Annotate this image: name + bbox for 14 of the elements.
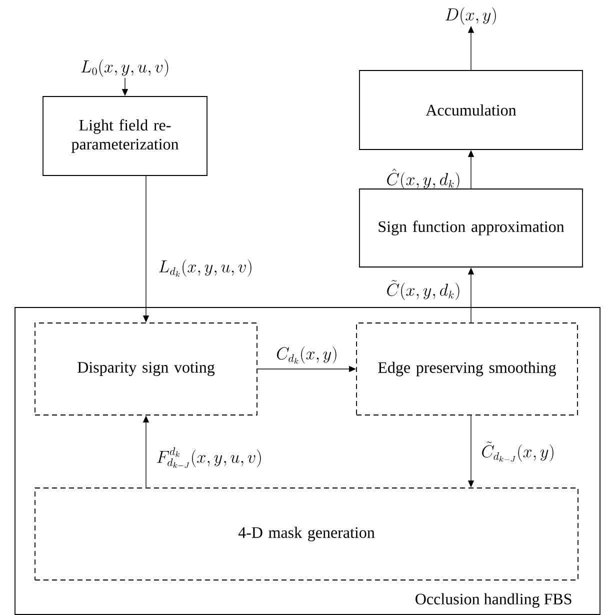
edge-label: $F_{d_{k-J}}^{d_k}(x,y,u,v)$: [157, 447, 261, 468]
formula-label: $L_{0}(x,y,u,v)$: [81, 59, 168, 77]
process-box: Sign function approximation: [359, 188, 583, 268]
dashed-process-box: Edge preserving smoothing: [356, 322, 578, 416]
dashed-process-box: 4-D mask generation: [34, 488, 578, 580]
edge-label: $C_{d_k}(x,y)$: [277, 346, 336, 364]
process-box: Light field re-parameterization: [42, 96, 208, 176]
edge-label: $\tilde{C}_{d_{k-J}}(x,y)$: [482, 442, 554, 462]
edge-label: $\tilde{C}(x,y,d_k)$: [387, 280, 460, 300]
process-box: Accumulation: [359, 70, 583, 150]
edge-label: $L_{d_k}(x,y,u,v)$: [159, 259, 252, 277]
edge-label: $\hat{C}(x,y,d_k)$: [387, 168, 460, 190]
dashed-process-box: Disparity sign voting: [34, 322, 258, 416]
formula-label: $D(x,y)$: [445, 7, 496, 25]
